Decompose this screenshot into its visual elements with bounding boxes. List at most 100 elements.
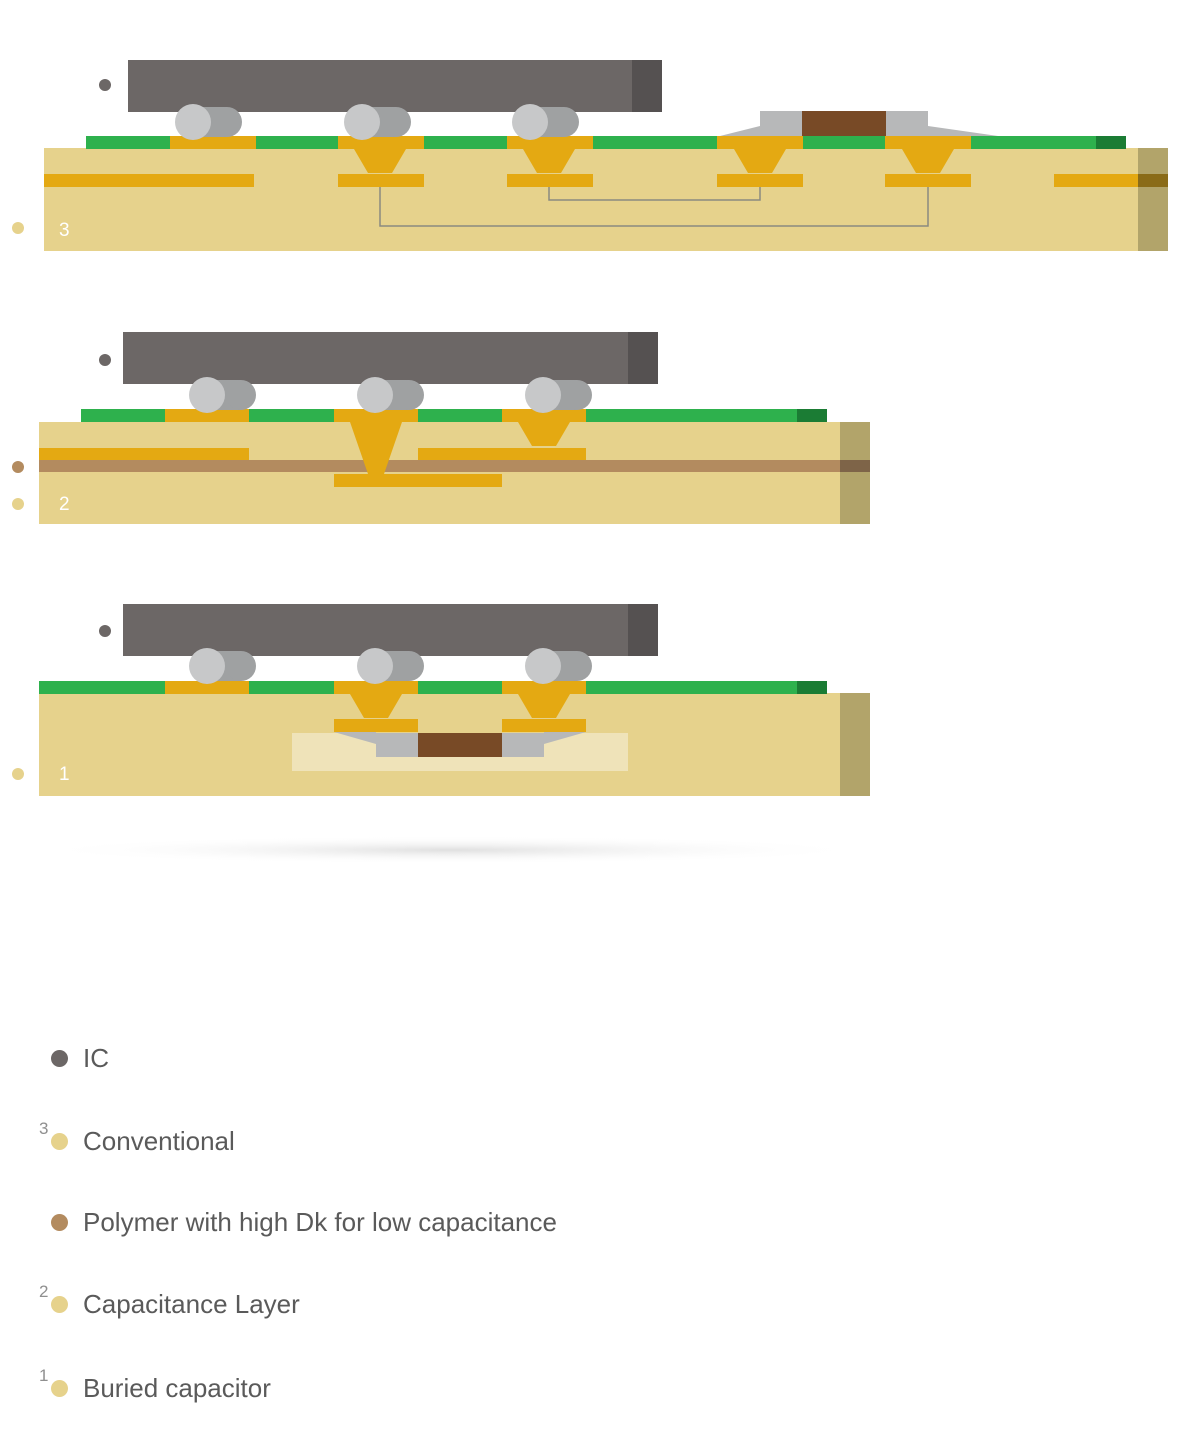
capacitor-terminal (502, 733, 544, 757)
solder-bump-shade-cap (562, 380, 592, 410)
copper-pad (338, 136, 424, 149)
side-dot-substrate (12, 498, 24, 510)
solder-bump (357, 377, 393, 413)
solder-mask-edge (1096, 136, 1126, 149)
layer-number: 1 (59, 764, 70, 785)
substrate-edge (840, 693, 870, 796)
solder-bump (189, 377, 225, 413)
substrate-edge (840, 422, 870, 524)
inner-copper-pad (338, 174, 424, 187)
stack-capacitance-layer: 2 (12, 332, 870, 524)
capacitor-body (418, 733, 502, 757)
solder-bump-shade-cap (394, 380, 424, 410)
solder-bump (525, 377, 561, 413)
copper-pad (165, 409, 249, 422)
legend-label-conventional: Conventional (83, 1125, 235, 1156)
substrate (39, 422, 840, 524)
side-dot-substrate (12, 222, 24, 234)
legend-dot-polymer (51, 1213, 68, 1231)
polymer-capacitance-layer-edge (840, 460, 870, 472)
copper-pad (885, 136, 971, 149)
solder-bump-shade-cap (394, 651, 424, 681)
solder-bump-shade-cap (226, 380, 256, 410)
inner-copper-trace (1054, 174, 1140, 187)
capacitor-terminal (376, 733, 418, 757)
copper-via (518, 422, 570, 446)
inner-copper-trace (44, 174, 254, 187)
layer-number: 2 (59, 494, 70, 515)
solder-bump (175, 104, 211, 140)
legend-dot-ic (51, 1049, 68, 1067)
inner-copper-trace (418, 448, 586, 460)
side-dot-substrate (12, 768, 24, 780)
legend-label-buried-capacitor: Buried capacitor (83, 1372, 271, 1403)
copper-via (350, 422, 402, 474)
ic-chip-edge (628, 604, 658, 656)
capacitor-fillet (334, 732, 376, 744)
copper-pad (170, 136, 256, 149)
legend-label-polymer: Polymer with high Dk for low capacitance (83, 1206, 557, 1237)
stack-conventional: 3 (12, 60, 1168, 251)
pcb-cross-section-diagram: 3 2 1 (12, 60, 1168, 864)
inner-copper-pad (507, 174, 593, 187)
solder-bump-shade-cap (226, 651, 256, 681)
legend-label-ic: IC (83, 1042, 109, 1073)
solder-mask-edge (797, 409, 827, 422)
side-dot-polymer (12, 461, 24, 473)
copper-pad (507, 136, 593, 149)
capacitor-fillet (928, 126, 998, 136)
layer-number: 3 (59, 220, 70, 241)
solder-bump-shade-cap (562, 651, 592, 681)
capacitor-terminal (886, 111, 928, 136)
capacitor-body (802, 111, 886, 136)
inner-copper-edge (1138, 174, 1168, 187)
legend-dot-buried-capacitor (51, 1379, 68, 1397)
solder-bump-shade-cap (381, 107, 411, 137)
solder-bump (512, 104, 548, 140)
legend-number-capacitance-layer: 2 (39, 1282, 49, 1301)
inner-copper-pad (502, 719, 586, 732)
copper-pad (717, 136, 803, 149)
copper-via (518, 694, 570, 718)
inner-copper-pad (885, 174, 971, 187)
copper-pad (502, 681, 586, 694)
capacitor-fillet (544, 732, 586, 744)
copper-via (902, 149, 954, 173)
solder-bump (525, 648, 561, 684)
substrate-edge (1138, 148, 1168, 251)
capacitor-terminal (760, 111, 802, 136)
solder-bump-shade-cap (212, 107, 242, 137)
ic-chip (128, 60, 662, 112)
routing-trace (548, 187, 761, 201)
legend-dot-capacitance-layer (51, 1295, 68, 1313)
routing-trace (379, 187, 929, 227)
side-dot-ic (99, 79, 111, 91)
inner-copper-plane (334, 474, 502, 487)
copper-pad (502, 409, 586, 422)
solder-bump (344, 104, 380, 140)
ic-chip (123, 332, 658, 384)
copper-via (354, 149, 406, 173)
legend-number-conventional: 3 (39, 1119, 49, 1138)
copper-pad (334, 409, 418, 422)
solder-bump (357, 648, 393, 684)
inner-copper-trace (39, 448, 249, 460)
solder-mask (81, 409, 827, 422)
solder-bump (189, 648, 225, 684)
polymer-capacitance-layer (39, 460, 840, 472)
ic-chip (123, 604, 658, 656)
ic-chip-edge (628, 332, 658, 384)
inner-copper-pad (334, 719, 418, 732)
inner-copper-pad (717, 174, 803, 187)
solder-mask (39, 681, 827, 694)
legend-dot-conventional (51, 1132, 68, 1150)
copper-via (523, 149, 575, 173)
solder-bump-shade-cap (549, 107, 579, 137)
copper-via (350, 694, 402, 718)
copper-via (734, 149, 786, 173)
copper-pad (165, 681, 249, 694)
legend-number-buried-capacitor: 1 (39, 1366, 49, 1385)
floor-shadow (30, 836, 870, 864)
copper-pad (334, 681, 418, 694)
